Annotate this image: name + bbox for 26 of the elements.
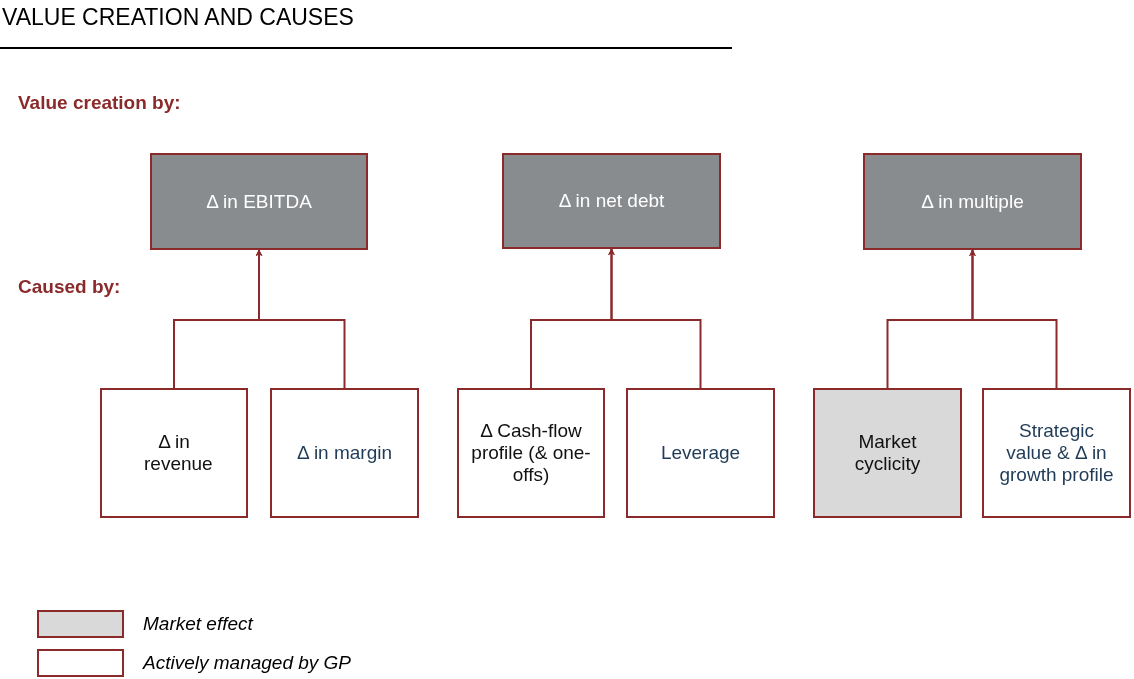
- box-label: Δ Cash-flow profile (& one-offs): [470, 420, 592, 486]
- box-label: Δ in revenue: [143, 431, 210, 475]
- box-label: Δ in margin: [295, 442, 394, 464]
- box-label: Leverage: [659, 442, 742, 464]
- effect-box: [863, 153, 1082, 250]
- diagram-title: VALUE CREATION AND CAUSES: [2, 4, 354, 31]
- connector-arrow: [608, 248, 702, 389]
- box-label: Δ in multiple: [920, 190, 1025, 213]
- connector-arrow: [255, 249, 346, 389]
- cause-box: [813, 388, 962, 518]
- cause-box: [100, 388, 248, 518]
- cause-box: [626, 388, 775, 518]
- legend-label: Actively managed by GP: [143, 652, 352, 674]
- row-heading: Value creation by:: [18, 92, 181, 114]
- legend-label: Market effect: [143, 613, 253, 635]
- effect-box: [150, 153, 368, 250]
- row-heading: Caused by:: [18, 276, 121, 298]
- box-label: Δ in EBITDA: [205, 190, 313, 213]
- connector-arrow: [969, 249, 1058, 389]
- effect-box: [502, 153, 721, 249]
- box-label: Market cyclicity: [853, 431, 922, 475]
- cause-box: [457, 388, 605, 518]
- cause-box: [982, 388, 1131, 518]
- cause-box: [270, 388, 419, 518]
- box-label: Δ in net debt: [557, 190, 666, 212]
- box-label: Strategic value & Δ in growth profile: [998, 420, 1115, 486]
